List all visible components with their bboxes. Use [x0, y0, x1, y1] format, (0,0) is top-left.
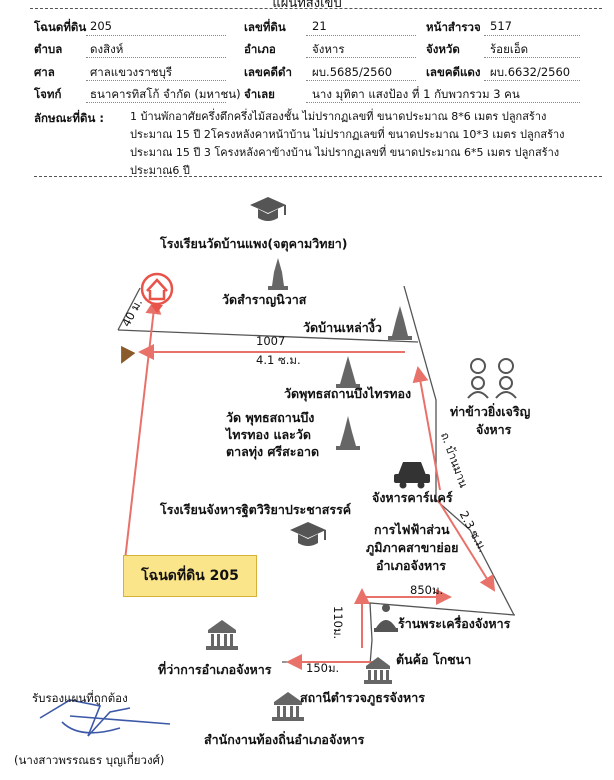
pea-line3: อำเภอจังหาร	[376, 558, 446, 573]
district-label: อำเภอ	[244, 42, 276, 56]
subdistrict-label: ตำบล	[34, 42, 63, 56]
certification-text: รับรองแผนที่ถูกต้อง	[32, 691, 128, 705]
court-underline	[86, 80, 226, 81]
buddha-icon	[374, 604, 398, 632]
subdistrict-value: ดงสิงห์	[90, 42, 124, 56]
red-case-underline	[484, 80, 580, 81]
rice-mill-line1: ท่าข้าวยิ่งเจริญ	[450, 404, 531, 419]
wat-phuttha-label: วัดพุทธสถานบึงไทรทอง	[284, 386, 412, 401]
plaintiff-underline	[86, 102, 226, 103]
page-title: แผนที่สังเขป	[272, 0, 342, 11]
deed-no-label: โฉนดที่ดิน	[34, 20, 87, 34]
school-2-label: โรงเรียนจังหารฐิตวิริยาประชาสรรค์	[160, 502, 352, 517]
district-value: จังหาร	[312, 42, 345, 56]
black-case-value: ผบ.5685/2560	[312, 65, 393, 79]
government-building-icon-police	[364, 657, 392, 684]
road-banman	[403, 285, 515, 616]
wat-group-line3: ตาลทุ่ง ศรีสะอาด	[226, 444, 320, 459]
plaintiff-label: โจทก์	[34, 87, 62, 101]
deed-no-value: 205	[90, 19, 112, 33]
survey-page-underline	[484, 35, 580, 36]
graduation-cap-icon-top	[250, 197, 286, 221]
deed-no-underline	[86, 35, 226, 36]
graduation-cap-icon-2	[290, 522, 326, 546]
province-underline	[484, 57, 580, 58]
subdistrict-underline	[86, 57, 226, 58]
arrow-40m	[121, 345, 136, 364]
district-underline	[306, 57, 416, 58]
divider-mid	[34, 176, 602, 177]
road-south	[369, 602, 516, 666]
pagoda-icon-group	[336, 416, 360, 450]
deed-location-box: โฉนดที่ดิน 205	[123, 555, 257, 597]
distance-110m: 110ม.	[331, 606, 345, 640]
wat-group-line1: วัด พุทธสถานบึง	[226, 410, 315, 425]
pagoda-icon-samran	[268, 258, 288, 290]
house-icon	[140, 272, 174, 313]
plaintiff-value: ธนาคารทิสโก้ จำกัด (มหาชน)	[90, 87, 241, 101]
local-office-label: สำนักงานท้องถิ่นอำเภอจังหาร	[204, 732, 365, 747]
tree-label: ต้นค้อ โกชนา	[396, 652, 472, 667]
survey-page-label: หน้าสำรวจ	[426, 20, 481, 34]
wat-samran-label: วัดสำราญนิวาส	[222, 292, 307, 307]
distance-41km: 4.1 ซ.ม.	[256, 353, 301, 367]
land-no-value: 21	[312, 19, 327, 33]
signatory-name: (นางสาวพรรณธร บุญเกี่ยวงศ์)	[14, 753, 165, 767]
red-case-value: ผบ.6632/2560	[490, 65, 571, 79]
amulet-shop-label: ร้านพระเครื่องจังหาร	[398, 616, 511, 631]
court-label: ศาล	[34, 65, 55, 79]
survey-page-value: 517	[490, 19, 512, 33]
province-value: ร้อยเอ็ด	[490, 42, 529, 56]
land-no-underline	[306, 35, 416, 36]
arrow-banman-up	[412, 366, 441, 491]
defendant-value: นาง มุทิตา แสงป้อง ที่ 1 กับพวกรวม 3 คน	[312, 87, 520, 101]
signature-scribble	[39, 699, 171, 737]
arrow-vertical	[124, 298, 162, 561]
car-icon	[394, 462, 430, 489]
pea-line2: ภูมิภาคสาขาย่อย	[366, 540, 459, 555]
route-arrows	[124, 298, 496, 670]
government-building-icon-local	[272, 692, 304, 721]
police-station-label: สถานีตำรวจภูธรจังหาร	[300, 690, 425, 705]
black-case-underline	[306, 80, 416, 81]
pagoda-icon-phuttha	[336, 356, 360, 388]
government-building-icon-office	[206, 620, 238, 650]
distance-850m: 850ม.	[410, 583, 444, 597]
features-text: 1 บ้านพักอาศัยครึ่งตึกครึ่งไม้สองชั้น ไม…	[130, 110, 565, 177]
features-label: ลักษณะที่ดิน :	[34, 111, 104, 125]
red-case-label: เลขคดีแดง	[426, 65, 481, 79]
divider-top	[30, 8, 602, 9]
arrow-banman-down	[437, 499, 496, 592]
school-top-label: โรงเรียนวัดบ้านแพง(จตุคามวิทยา)	[160, 236, 348, 251]
district-office-label: ที่ว่าการอำเภอจังหาร	[158, 662, 272, 677]
road-1007-label: 1007	[256, 334, 286, 348]
black-case-label: เลขคดีดำ	[244, 65, 292, 79]
car-care-label: จังหารคาร์แคร์	[372, 490, 453, 505]
distance-150m: 150ม.	[306, 661, 340, 675]
wat-group-line2: ไทรทอง และวัด	[226, 427, 312, 442]
road-west-vertical	[117, 287, 141, 331]
road-1007	[117, 329, 419, 343]
province-label: จังหวัด	[426, 42, 460, 56]
defendant-label: จำเลย	[244, 87, 275, 101]
defendant-underline	[306, 102, 580, 103]
land-no-label: เลขที่ดิน	[244, 20, 286, 34]
wat-ban-lao-label: วัดบ้านเหล่างิ้ว	[303, 320, 382, 335]
court-value: ศาลแขวงราชบุรี	[90, 65, 173, 79]
trade-people-icon	[467, 358, 517, 399]
pagoda-icon-laongiw	[388, 306, 412, 340]
rice-mill-line2: จังหาร	[476, 422, 512, 437]
pea-line1: การไฟฟ้าส่วน	[374, 522, 450, 537]
